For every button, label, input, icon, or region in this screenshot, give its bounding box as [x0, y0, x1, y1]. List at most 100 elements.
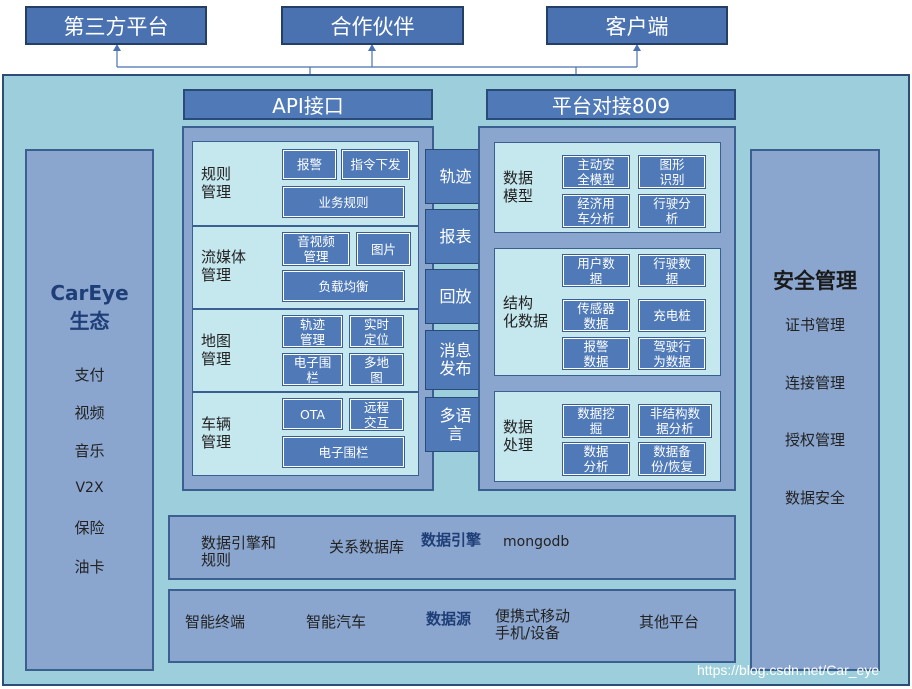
- engine-rules-line1: 数据引擎和: [201, 534, 277, 552]
- rules-management-label-line1: 规则: [201, 165, 232, 183]
- data-analysis-button[interactable]: 数据 分析: [562, 442, 630, 476]
- data-processing-label-line1: 数据: [503, 418, 534, 436]
- data-processing-label-line2: 处理: [503, 436, 534, 454]
- realtime-location-button[interactable]: 实时 定位: [349, 315, 404, 348]
- portable-mobile-line2: 手机/设备: [495, 624, 561, 642]
- portable-mobile-line1: 便携式移动: [495, 607, 571, 625]
- middle-multilanguage-button[interactable]: 多语 言: [425, 397, 486, 452]
- data-backup-line2: 份/恢复: [651, 459, 693, 474]
- data-source-bar: [168, 589, 736, 663]
- driving-data-line2: 据: [665, 270, 679, 286]
- command-dispatch-button[interactable]: 指令下发: [341, 149, 410, 180]
- third-party-platform-label: 第三方平台: [63, 14, 169, 39]
- user-data-button[interactable]: 用户数 据: [562, 254, 630, 287]
- ota-button-label: OTA: [299, 406, 326, 422]
- active-safety-model-button[interactable]: 主动安 全模型: [562, 155, 630, 189]
- relational-database-label: 关系数据库: [329, 538, 405, 556]
- geofence-button-map[interactable]: 电子围 栏: [282, 353, 343, 386]
- streaming-media-label-line1: 流媒体: [201, 248, 247, 266]
- smart-car-label: 智能汽车: [306, 613, 367, 631]
- third-party-platform-box: 第三方平台: [25, 6, 207, 45]
- active-safety-model-line2: 全模型: [577, 172, 615, 187]
- security-management-title: 安全管理: [773, 269, 857, 293]
- image-button[interactable]: 图片: [356, 232, 411, 266]
- mongodb-label: mongodb: [503, 534, 570, 550]
- data-source-title: 数据源: [426, 610, 472, 628]
- data-model-label-line2: 模型: [503, 187, 534, 205]
- driving-data-button[interactable]: 行驶数 据: [638, 254, 706, 287]
- multi-map-line1: 多地: [363, 354, 389, 370]
- command-dispatch-button-label: 指令下发: [350, 157, 401, 172]
- image-recognition-button[interactable]: 图形 识别: [638, 155, 706, 189]
- geofence-button-vehicle[interactable]: 电子围栏: [282, 436, 405, 468]
- track-management-button[interactable]: 轨迹 管理: [282, 315, 343, 348]
- alarm-data-button[interactable]: 报警 数据: [562, 337, 630, 370]
- sensor-data-line1: 传感器: [577, 300, 615, 316]
- driving-analysis-button[interactable]: 行驶分 析: [638, 194, 706, 228]
- smart-terminal-label: 智能终端: [185, 613, 246, 631]
- partner-box: 合作伙伴: [281, 6, 464, 45]
- multi-map-line2: 图: [370, 369, 383, 385]
- middle-track-button[interactable]: 轨迹: [425, 149, 486, 204]
- ota-button[interactable]: OTA: [282, 398, 343, 430]
- security-item-data-security: 数据安全: [784, 489, 845, 507]
- multi-map-button[interactable]: 多地 图: [349, 353, 404, 386]
- geofence-map-line1: 电子围: [293, 354, 332, 370]
- economy-analysis-button[interactable]: 经济用 车分析: [562, 194, 630, 228]
- remote-interaction-button[interactable]: 远程 交互: [349, 398, 404, 431]
- image-button-label: 图片: [370, 241, 396, 257]
- remote-interaction-line1: 远程: [363, 399, 389, 415]
- sensor-data-button[interactable]: 传感器 数据: [562, 299, 630, 332]
- api-interface-label: API接口: [272, 94, 344, 118]
- charging-pile-label: 充电桩: [653, 308, 691, 323]
- middle-track-label: 轨迹: [439, 166, 472, 186]
- middle-multilanguage-line2: 言: [447, 423, 464, 443]
- vehicle-management-label-line2: 管理: [201, 433, 232, 451]
- image-recognition-line1: 图形: [659, 157, 685, 172]
- driving-analysis-line2: 析: [665, 211, 679, 226]
- vehicle-management-label-line1: 车辆: [201, 415, 232, 433]
- alarm-data-line1: 报警: [583, 338, 609, 354]
- middle-report-button[interactable]: 报表: [425, 209, 486, 264]
- charging-pile-button[interactable]: 充电桩: [638, 299, 706, 332]
- data-backup-line1: 数据备: [653, 444, 691, 459]
- load-balancing-button[interactable]: 负载均衡: [282, 270, 405, 302]
- data-backup-button[interactable]: 数据备 份/恢复: [638, 442, 706, 476]
- driving-analysis-line1: 行驶分: [653, 196, 691, 211]
- ecosystem-item-fuel-card: 油卡: [74, 558, 105, 576]
- alarm-button[interactable]: 报警: [282, 149, 337, 180]
- platform-809-label: 平台对接809: [551, 94, 671, 118]
- economy-analysis-line2: 车分析: [577, 211, 615, 226]
- data-mining-button[interactable]: 数据挖 掘: [562, 404, 630, 438]
- driving-behavior-data-button[interactable]: 驾驶行 为数据: [638, 337, 706, 370]
- driving-behavior-line2: 为数据: [653, 353, 691, 369]
- structured-data-label-line1: 结构: [503, 294, 534, 312]
- ecosystem-item-payment: 支付: [74, 366, 105, 384]
- business-rules-button-label: 业务规则: [318, 194, 369, 210]
- track-management-line1: 轨迹: [299, 316, 325, 332]
- economy-analysis-line1: 经济用: [577, 196, 615, 211]
- data-engine-bar: [168, 515, 736, 580]
- business-rules-button[interactable]: 业务规则: [282, 186, 405, 218]
- geofence-map-line2: 栏: [306, 369, 319, 385]
- rules-management-label-line2: 管理: [201, 183, 232, 201]
- client-label: 客户端: [605, 14, 669, 39]
- watermark-text: https://blog.csdn.net/Car_eye: [697, 662, 880, 678]
- security-item-connection: 连接管理: [784, 374, 845, 392]
- security-item-authorization: 授权管理: [784, 431, 845, 449]
- av-management-button[interactable]: 音视频 管理: [282, 232, 350, 266]
- careye-ecosystem-panel: CarEye 生态 支付 视频 音乐 V2X 保险 油卡: [25, 149, 154, 671]
- alarm-button-label: 报警: [296, 157, 322, 172]
- middle-report-label: 报表: [439, 226, 472, 246]
- user-data-line2: 据: [589, 270, 603, 286]
- careye-title-line1: CarEye: [50, 281, 129, 305]
- middle-message-publish-line1: 消息: [439, 341, 472, 360]
- middle-playback-button[interactable]: 回放: [425, 269, 486, 324]
- unstructured-analysis-button[interactable]: 非结构数 据分析: [638, 404, 712, 438]
- data-mining-line2: 掘: [589, 421, 603, 436]
- middle-message-publish-button[interactable]: 消息 发布: [425, 330, 486, 390]
- driving-data-line1: 行驶数: [653, 255, 691, 271]
- data-engine-title: 数据引擎: [421, 531, 482, 549]
- data-model-label-line1: 数据: [503, 169, 534, 187]
- api-interface-header: API接口: [183, 89, 433, 120]
